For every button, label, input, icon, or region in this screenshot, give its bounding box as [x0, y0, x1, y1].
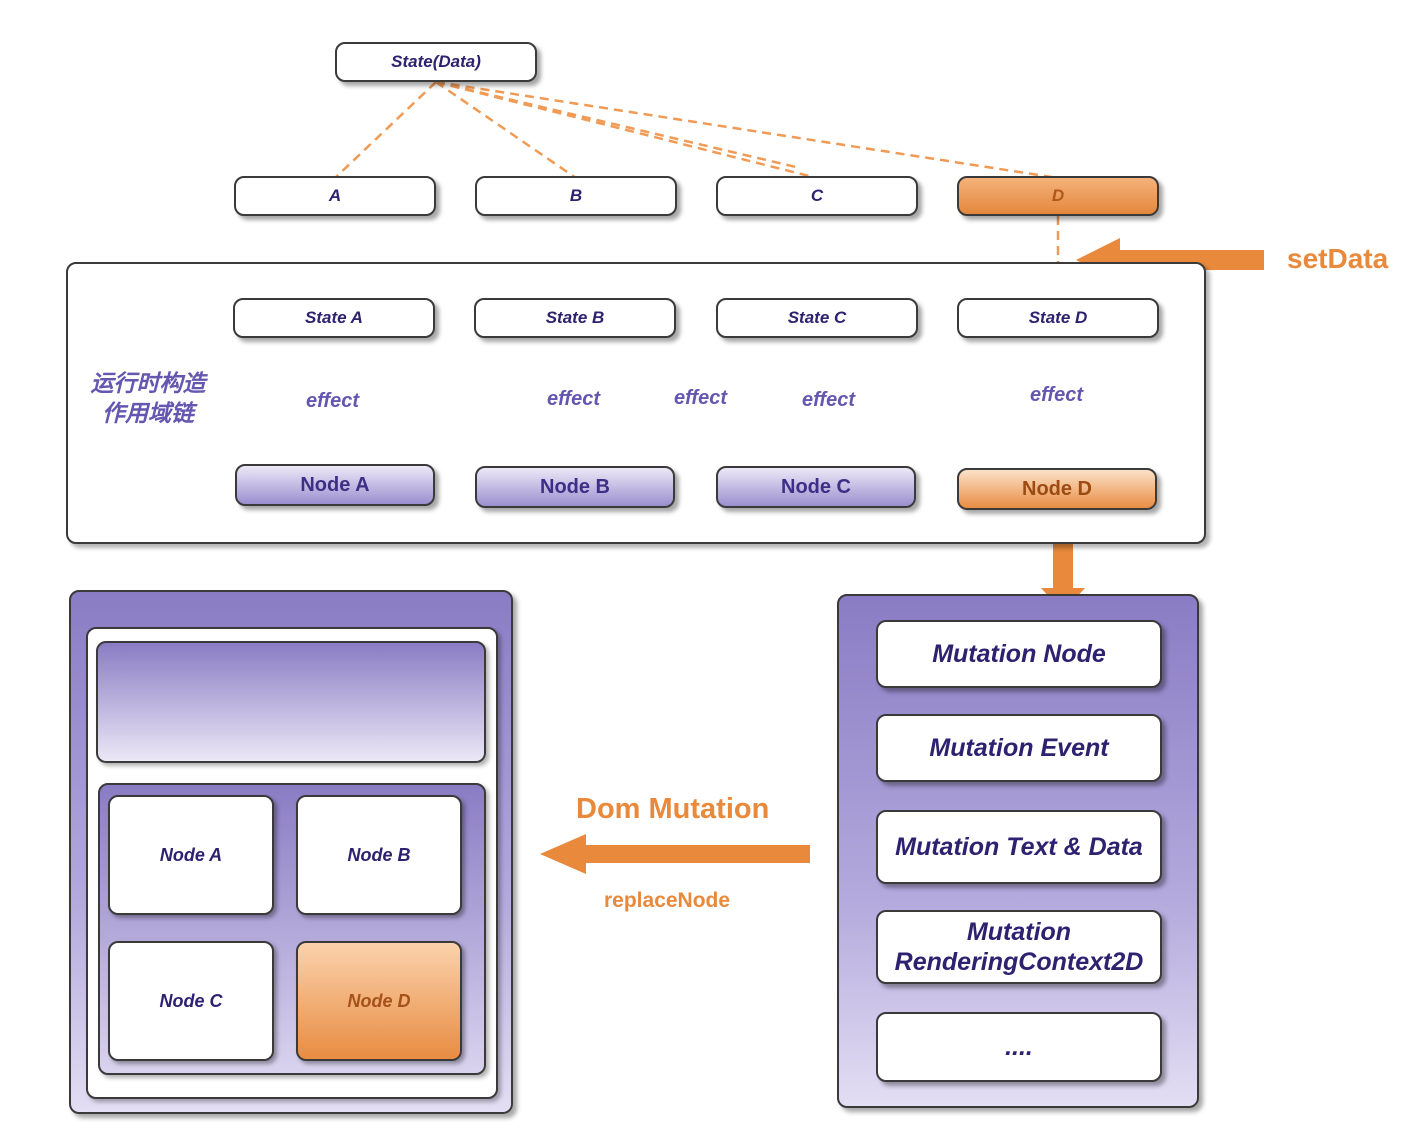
mutation-item-rendering-context: Mutation RenderingContext2D [876, 910, 1162, 984]
data-key-d: D [957, 176, 1159, 216]
data-key-b-label: B [569, 186, 583, 205]
effect-label-a: effect [306, 390, 359, 412]
dom-cell-node-d: Node D [296, 941, 462, 1061]
mutation-text-line1: Mutation Text & Data [895, 833, 1143, 861]
mutation-node-line1: Mutation Node [932, 640, 1106, 668]
dom-cell-node-b-label: Node B [347, 844, 411, 865]
node-a-box: Node A [235, 464, 435, 506]
state-d-box: State D [957, 298, 1159, 338]
data-key-a: A [234, 176, 436, 216]
dom-view-header-block [96, 641, 486, 763]
dom-cell-node-c: Node C [108, 941, 274, 1061]
mutation-item-event: Mutation Event [876, 714, 1162, 782]
state-b-label: State B [545, 308, 605, 327]
effect-label-b: effect [547, 388, 600, 410]
dom-cell-node-b: Node B [296, 795, 462, 915]
state-b-box: State B [474, 298, 676, 338]
node-d-box: Node D [957, 468, 1157, 510]
dom-cell-node-d-label: Node D [347, 990, 411, 1011]
data-key-c: C [716, 176, 918, 216]
state-d-label: State D [1028, 308, 1088, 327]
node-c-box: Node C [716, 466, 916, 508]
node-d-label: Node D [1022, 477, 1092, 500]
state-data-label: State(Data) [391, 52, 481, 71]
state-a-box: State A [233, 298, 435, 338]
runtime-label-line1: 运行时构造 [90, 370, 206, 396]
node-c-label: Node C [781, 475, 851, 498]
mutation-item-text-data: Mutation Text & Data [876, 810, 1162, 884]
state-a-label: State A [305, 308, 363, 327]
data-key-b: B [475, 176, 677, 216]
dom-cell-node-c-label: Node C [159, 990, 223, 1011]
dom-mutation-label: Dom Mutation [576, 793, 770, 825]
replace-node-label: replaceNode [604, 889, 731, 912]
state-data-box: State(Data) [335, 42, 537, 82]
state-c-label: State C [787, 308, 847, 327]
mutation-more-line1: .... [1005, 1033, 1033, 1061]
effect-label-c1: effect [674, 387, 727, 409]
mutation-ctx-line2: RenderingContext2D [894, 948, 1144, 976]
mutation-event-line1: Mutation Event [929, 734, 1109, 762]
mutation-item-node: Mutation Node [876, 620, 1162, 688]
mutation-item-more: .... [876, 1012, 1162, 1082]
runtime-scope-label: 运行时构造 作用域链 [78, 368, 218, 428]
dom-cell-node-a: Node A [108, 795, 274, 915]
link-root-b [435, 80, 577, 180]
link-root-d [435, 80, 1059, 180]
link-root-c2 [435, 80, 801, 170]
state-c-box: State C [716, 298, 918, 338]
link-root-c [435, 80, 818, 180]
node-a-label: Node A [300, 473, 370, 496]
mutation-ctx-line1: Mutation [966, 918, 1072, 946]
runtime-label-line2: 作用域链 [102, 400, 194, 426]
setdata-label: setData [1287, 243, 1389, 274]
dom-mutation-arrow [540, 834, 810, 874]
node-b-label: Node B [540, 475, 610, 498]
effect-label-d: effect [1030, 384, 1083, 406]
data-key-d-label: D [1051, 186, 1065, 205]
dom-cell-node-a-label: Node A [159, 844, 223, 865]
effect-label-c2: effect [802, 389, 855, 411]
data-key-c-label: C [810, 186, 824, 205]
link-root-a [334, 81, 437, 179]
data-key-a-label: A [328, 186, 342, 205]
node-b-box: Node B [475, 466, 675, 508]
